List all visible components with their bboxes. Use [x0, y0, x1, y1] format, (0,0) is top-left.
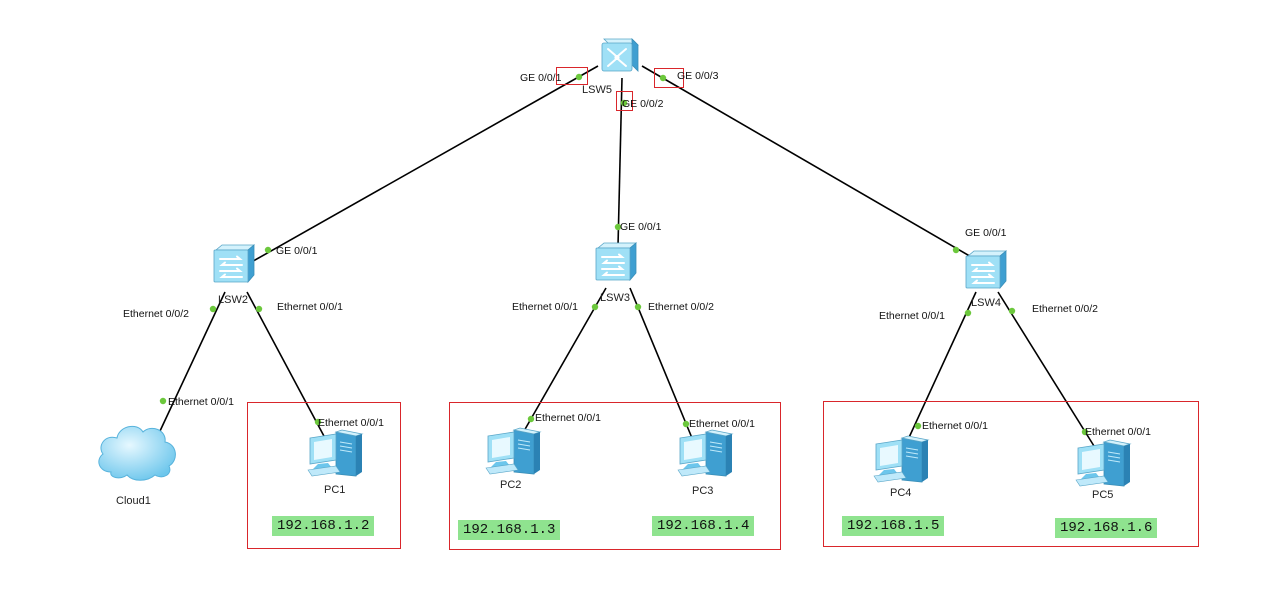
highlight-box-pc2-pc3-group: [449, 402, 781, 550]
cloud1-label: Cloud1: [116, 495, 151, 507]
highlight-box-lsw5-ge1: [556, 67, 588, 85]
link-lsw2-pc1[interactable]: [246, 291, 326, 439]
port-dot: [964, 309, 972, 317]
port-label-lsw4-ge1: GE 0/0/1: [965, 227, 1007, 239]
port-label-lsw3-eth1: Ethernet 0/0/1: [512, 301, 578, 313]
pc2-label: PC2: [500, 479, 522, 491]
highlight-box-lsw5-ge3: [654, 68, 684, 88]
port-label-lsw2-ge1: GE 0/0/1: [276, 245, 318, 257]
pc-icon[interactable]: [676, 428, 734, 480]
lsw4-label: LSW4: [971, 297, 1001, 309]
port-label-pc1-eth1: Ethernet 0/0/1: [318, 417, 384, 429]
port-label-pc3-eth1: Ethernet 0/0/1: [689, 418, 755, 430]
ip-label-pc3: 192.168.1.4: [652, 516, 755, 536]
port-label-pc5-eth1: Ethernet 0/0/1: [1085, 426, 1151, 438]
pc-icon[interactable]: [484, 426, 542, 478]
lsw3-label: LSW3: [600, 292, 630, 304]
port-dot: [1008, 307, 1016, 315]
port-label-lsw5-ge3: GE 0/0/3: [677, 70, 719, 82]
port-dot: [255, 305, 263, 313]
cloud-icon[interactable]: [93, 418, 181, 484]
port-dot: [614, 223, 622, 231]
port-label-lsw4-eth1: Ethernet 0/0/1: [879, 310, 945, 322]
pc1-label: PC1: [324, 484, 346, 496]
highlight-box-pc4-pc5-group: [823, 401, 1199, 547]
port-dot: [264, 246, 272, 254]
port-dot: [591, 303, 599, 311]
lsw2-label: LSW2: [218, 294, 248, 306]
highlight-box-lsw5-ge2: [616, 91, 633, 111]
core-switch-icon[interactable]: [598, 33, 642, 75]
ip-label-pc4: 192.168.1.5: [842, 516, 945, 536]
port-dot: [952, 246, 960, 254]
switch-icon[interactable]: [212, 244, 258, 286]
pc4-label: PC4: [890, 487, 912, 499]
port-dot: [659, 74, 667, 82]
link-lsw4-pc4[interactable]: [905, 291, 977, 445]
port-dot: [159, 397, 167, 405]
port-dot: [1081, 428, 1089, 436]
port-label-lsw5-ge2: GE 0/0/2: [622, 98, 664, 110]
ip-label-pc5: 192.168.1.6: [1055, 518, 1158, 538]
port-dot: [527, 415, 535, 423]
port-label-lsw2-eth2: Ethernet 0/0/2: [123, 308, 189, 320]
port-dot: [209, 305, 217, 313]
link-lsw5-lsw2[interactable]: [247, 65, 599, 265]
port-label-lsw4-eth2: Ethernet 0/0/2: [1032, 303, 1098, 315]
port-label-lsw3-ge1: GE 0/0/1: [620, 221, 662, 233]
ip-label-pc2: 192.168.1.3: [458, 520, 561, 540]
ip-label-pc1: 192.168.1.2: [272, 516, 375, 536]
link-lsw2-cloud1[interactable]: [152, 291, 226, 447]
link-lsw3-pc2[interactable]: [519, 287, 607, 439]
port-dot: [314, 418, 322, 426]
port-label-pc4-eth1: Ethernet 0/0/1: [922, 420, 988, 432]
link-lsw3-pc3[interactable]: [629, 287, 693, 439]
port-label-lsw3-eth2: Ethernet 0/0/2: [648, 301, 714, 313]
highlight-box-pc1-group: [247, 402, 401, 549]
port-dot: [575, 73, 583, 81]
port-dot: [620, 99, 628, 107]
link-lsw5-lsw4[interactable]: [641, 65, 981, 263]
port-dot: [914, 422, 922, 430]
switch-icon[interactable]: [594, 242, 640, 284]
pc3-label: PC3: [692, 485, 714, 497]
pc-icon[interactable]: [1074, 438, 1132, 490]
switch-icon[interactable]: [964, 250, 1010, 292]
port-dot: [634, 303, 642, 311]
link-lsw5-lsw3[interactable]: [617, 77, 623, 247]
pc-icon[interactable]: [306, 428, 364, 480]
link-lsw4-pc5[interactable]: [997, 291, 1095, 447]
port-dot: [682, 420, 690, 428]
port-label-cloud1-eth1: Ethernet 0/0/1: [168, 396, 234, 408]
port-label-pc2-eth1: Ethernet 0/0/1: [535, 412, 601, 424]
pc-icon[interactable]: [872, 434, 930, 486]
port-label-lsw5-ge1: GE 0/0/1: [520, 72, 562, 84]
pc5-label: PC5: [1092, 489, 1114, 501]
lsw5-label: LSW5: [582, 84, 612, 96]
port-label-lsw2-eth1: Ethernet 0/0/1: [277, 301, 343, 313]
